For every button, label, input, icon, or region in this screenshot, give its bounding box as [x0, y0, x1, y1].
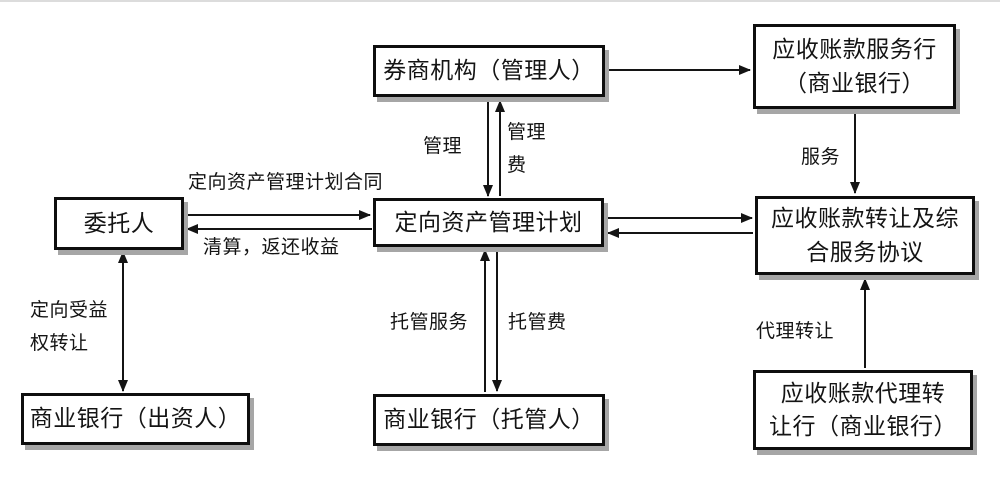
node-custodian-label: 商业银行（托管人）: [383, 407, 595, 433]
node-manager-label: 券商机构（管理人）: [383, 58, 595, 84]
node-agent-bank-line2: 让行（商业银行）: [769, 414, 957, 439]
edge-label-management: 管理: [423, 136, 463, 157]
node-agent-bank-line1: 应收账款代理转: [780, 380, 946, 406]
edge-label-liquidation-return: 清算，返还收益: [203, 237, 340, 258]
edge-label-custody-fee: 托管费: [508, 312, 567, 333]
node-service-bank: 应收账款服务行 （商业银行）: [753, 24, 956, 109]
node-principal-label: 委托人: [83, 210, 155, 236]
node-service-bank-line2: （商业银行）: [784, 70, 925, 96]
edge-label-plan-contract: 定向资产管理计划合同: [188, 172, 384, 193]
edge-label-agent-transfer: 代理转让: [756, 321, 835, 342]
node-agent-bank: 应收账款代理转 让行（商业银行）: [753, 370, 973, 450]
node-custodian: 商业银行（托管人）: [373, 394, 605, 446]
node-agreement-line2: 合服务协议: [806, 239, 924, 265]
node-plan-label: 定向资产管理计划: [394, 209, 583, 235]
node-service-bank-line1: 应收账款服务行: [772, 37, 937, 63]
edge-label-management-fee: 管理费: [507, 122, 547, 177]
edge-label-service: 服务: [801, 147, 841, 168]
node-agreement-line1: 应收账款转让及综: [771, 206, 959, 232]
node-plan: 定向资产管理计划: [373, 198, 604, 247]
node-investor: 商业银行（出资人）: [21, 393, 250, 445]
edge-label-beneficiary-transfer: 定向受益权转让: [30, 300, 109, 355]
node-manager: 券商机构（管理人）: [373, 45, 605, 97]
page-top-divider: [0, 0, 1000, 2]
node-agreement: 应收账款转让及综 合服务协议: [755, 196, 975, 275]
edge-label-custody-service: 托管服务: [390, 312, 469, 333]
node-investor-label: 商业银行（出资人）: [29, 406, 242, 432]
node-principal: 委托人: [54, 197, 184, 250]
